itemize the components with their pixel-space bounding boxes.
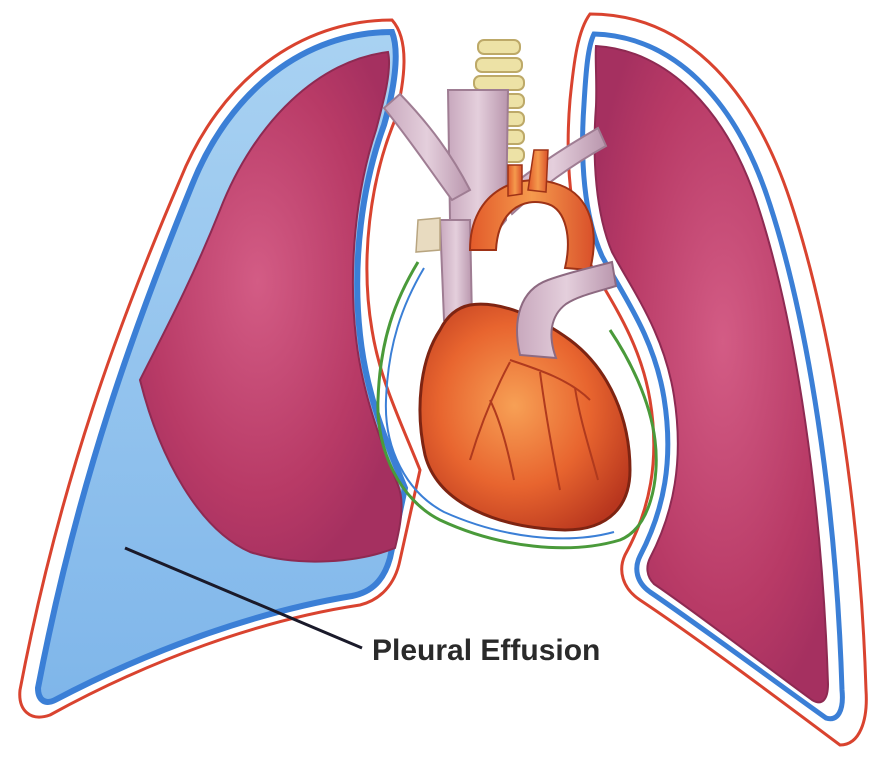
right-lung-tissue (595, 46, 828, 702)
left-lung-with-effusion (20, 20, 420, 717)
pleural-effusion-label: Pleural Effusion (372, 634, 600, 667)
left-pleural-tab (416, 218, 440, 252)
right-lung (568, 14, 866, 745)
